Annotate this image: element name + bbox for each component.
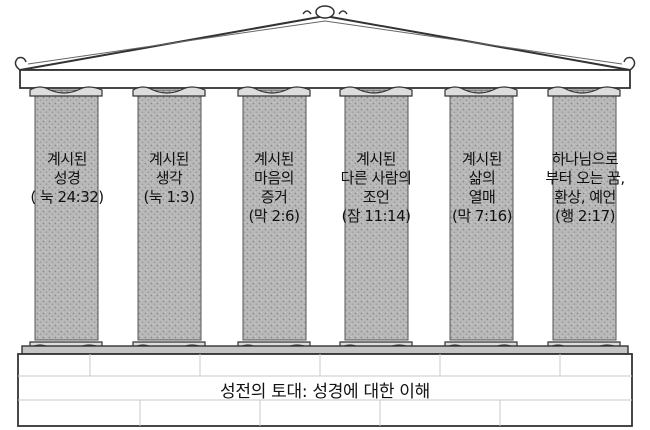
column-5-line-2: 삶의 [468,169,496,187]
column-5-line-1: 계시된 [462,150,502,168]
foundation-block [17,353,633,427]
entablature [19,69,631,89]
column-4-label: 계시된 다른 사람의 조언 (잠 11:14) [322,150,430,226]
column-5-line-3: 열매 [468,188,496,206]
left-roof-scroll [14,56,27,71]
roof-ornament [315,5,335,19]
column-6 [547,86,621,352]
column-4-line-2: 다른 사람의 [340,169,412,187]
column-6-line-3: 환상, 예언 [554,188,616,206]
foundation [17,345,633,427]
pediment-inner-line [27,20,623,65]
column-2 [132,86,206,352]
column-5-line-4: (막 7:16) [452,207,512,225]
column-3-line-1: 계시된 [254,150,294,168]
foundation-cap [21,345,629,355]
column-1-line-1: 계시된 [47,150,87,168]
column-2-line-1: 계시된 [149,150,189,168]
pediment [19,15,631,71]
column-5-label: 계시된 삶의 열매 (막 7:16) [440,150,524,226]
right-roof-scroll [623,56,636,71]
column-6-line-2: 부터 오는 꿈, [545,169,625,187]
column-3-line-3: 증거 [260,188,288,206]
column-2-label: 계시된 생각 (눅 1:3) [128,150,210,207]
foundation-label: 성전의 토대: 성경에 대한 이해 [220,382,430,402]
column-4 [339,86,413,352]
column-4-line-4: (잠 11:14) [341,207,412,225]
column-1-line-3: ( 눅 24:32) [30,188,104,206]
column-4-line-1: 계시된 [356,150,396,168]
column-6-line-1: 하나님으로 [551,150,619,168]
column-2-line-3: (눅 1:3) [143,188,195,206]
column-1-line-2: 성경 [53,169,81,187]
column-4-line-3: 조언 [362,188,390,206]
column-3-line-2: 마음의 [254,169,294,187]
column-6-label: 하나님으로 부터 오는 꿈, 환상, 예언 (행 2:17) [528,150,642,226]
column-5 [444,86,518,352]
column-1 [29,86,103,352]
column-6-line-4: (행 2:17) [555,207,615,225]
column-2-line-2: 생각 [155,169,183,187]
roof [14,5,636,89]
column-3-line-4: (막 2:6) [248,207,300,225]
column-1-label: 계시된 성경 ( 눅 24:32) [26,150,108,207]
column-3-label: 계시된 마음의 증거 (막 2:6) [232,150,316,226]
columns [29,86,621,352]
